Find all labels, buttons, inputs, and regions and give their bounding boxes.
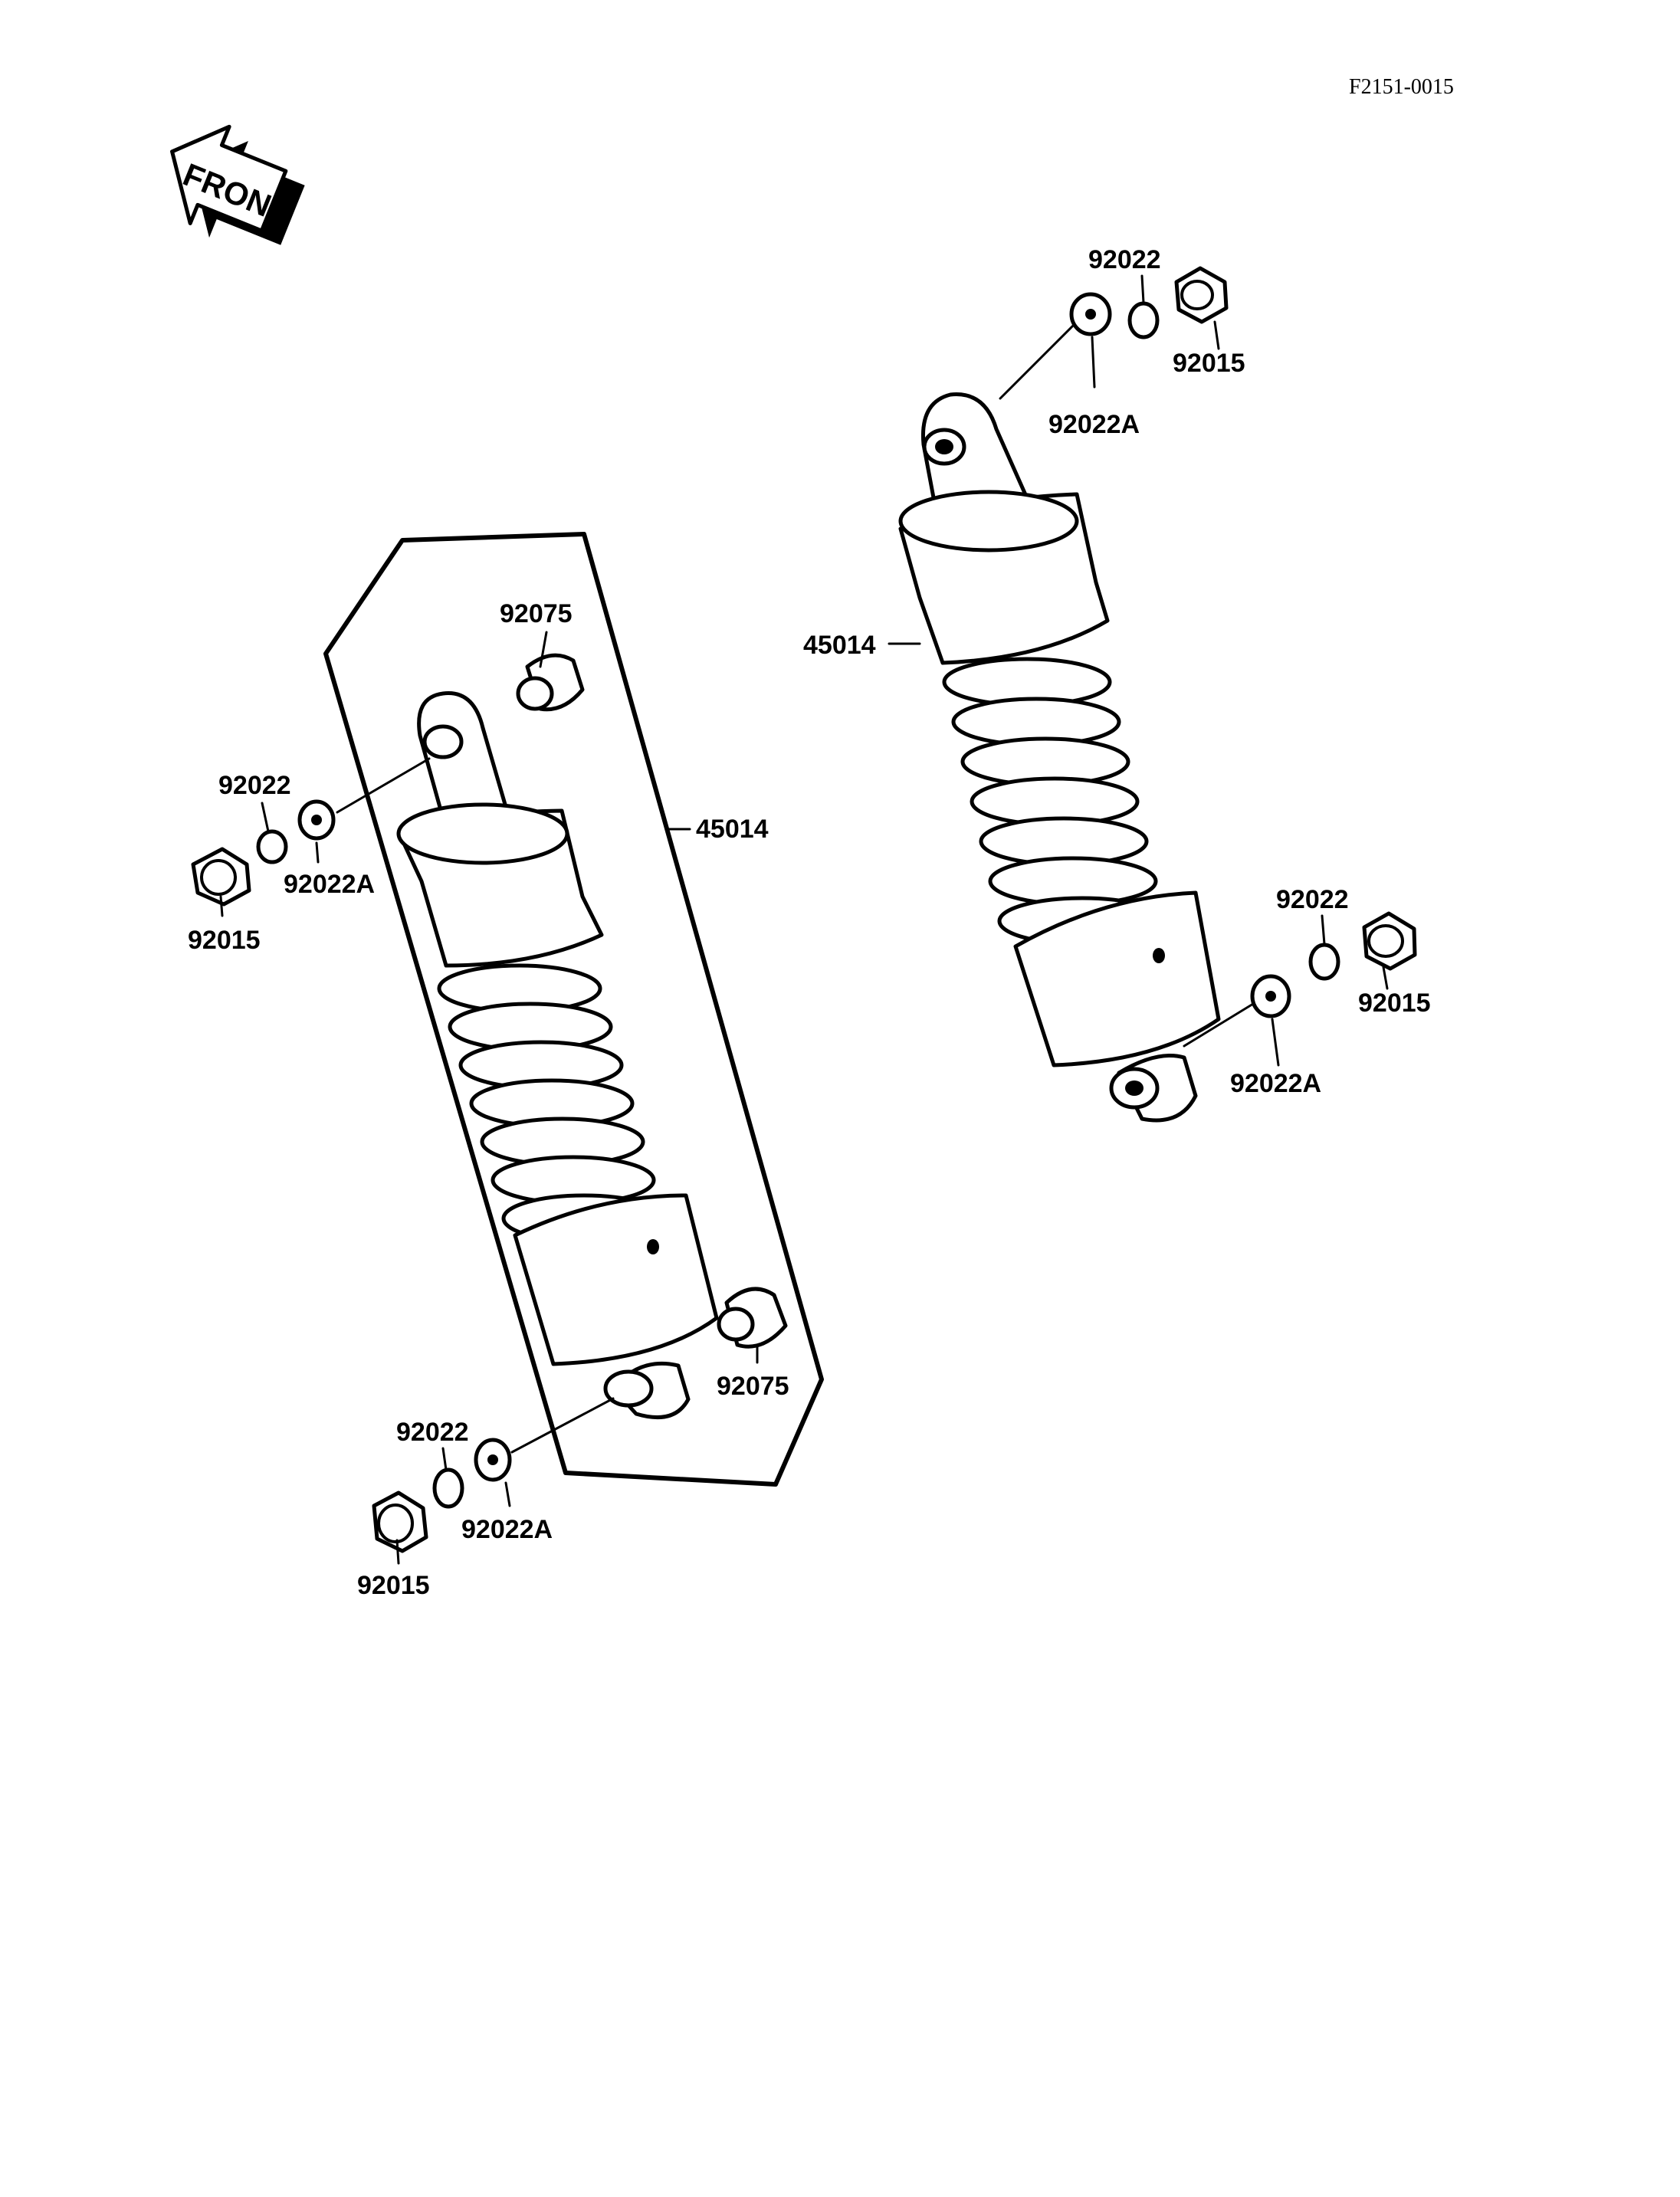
left-lower-nut-icon xyxy=(372,1490,428,1553)
label-left-upper-nut[interactable]: 92015 xyxy=(188,926,261,955)
left-lower-washer-icon xyxy=(432,1467,464,1509)
label-left-top-bushing[interactable]: 92075 xyxy=(500,599,573,628)
label-left-lower-nut[interactable]: 92015 xyxy=(357,1571,430,1600)
right-upper-washer-icon xyxy=(1127,301,1160,339)
right-lower-washer-icon xyxy=(1308,943,1340,981)
label-right-assembly[interactable]: 45014 xyxy=(803,631,876,660)
left-upper-washer-icon xyxy=(256,829,288,864)
right-lower-nut-icon xyxy=(1362,911,1417,971)
label-left-lower-washer-a[interactable]: 92022A xyxy=(461,1515,553,1544)
part-number-labels: 92075 45014 92022 92022A 92015 92075 920… xyxy=(188,245,1431,1600)
label-right-upper-nut[interactable]: 92015 xyxy=(1173,349,1245,378)
label-left-lower-bushing[interactable]: 92075 xyxy=(717,1372,789,1401)
label-right-lower-washer-a[interactable]: 92022A xyxy=(1230,1069,1321,1098)
label-left-assembly[interactable]: 45014 xyxy=(696,815,769,844)
figure-code: F2151-0015 xyxy=(1349,75,1454,99)
front-direction-arrow-icon: FRONT xyxy=(170,124,305,245)
label-right-upper-washer[interactable]: 92022 xyxy=(1088,245,1161,274)
label-right-upper-washer-a[interactable]: 92022A xyxy=(1048,410,1140,439)
left-top-bushing-icon xyxy=(516,653,585,712)
label-left-upper-washer[interactable]: 92022 xyxy=(218,771,291,800)
left-upper-nut-icon xyxy=(191,847,251,907)
right-shock-absorber-assembly xyxy=(888,266,1417,1123)
label-right-lower-washer[interactable]: 92022 xyxy=(1276,885,1349,914)
right-upper-nut-icon xyxy=(1174,266,1229,324)
label-right-lower-nut[interactable]: 92015 xyxy=(1358,989,1431,1018)
left-shock-absorber-assembly xyxy=(191,532,824,1565)
left-assembly-outline xyxy=(323,532,824,1487)
left-lower-bushing-icon xyxy=(717,1287,788,1349)
label-left-lower-washer[interactable]: 92022 xyxy=(396,1418,469,1447)
label-left-upper-washer-a[interactable]: 92022A xyxy=(284,870,375,899)
